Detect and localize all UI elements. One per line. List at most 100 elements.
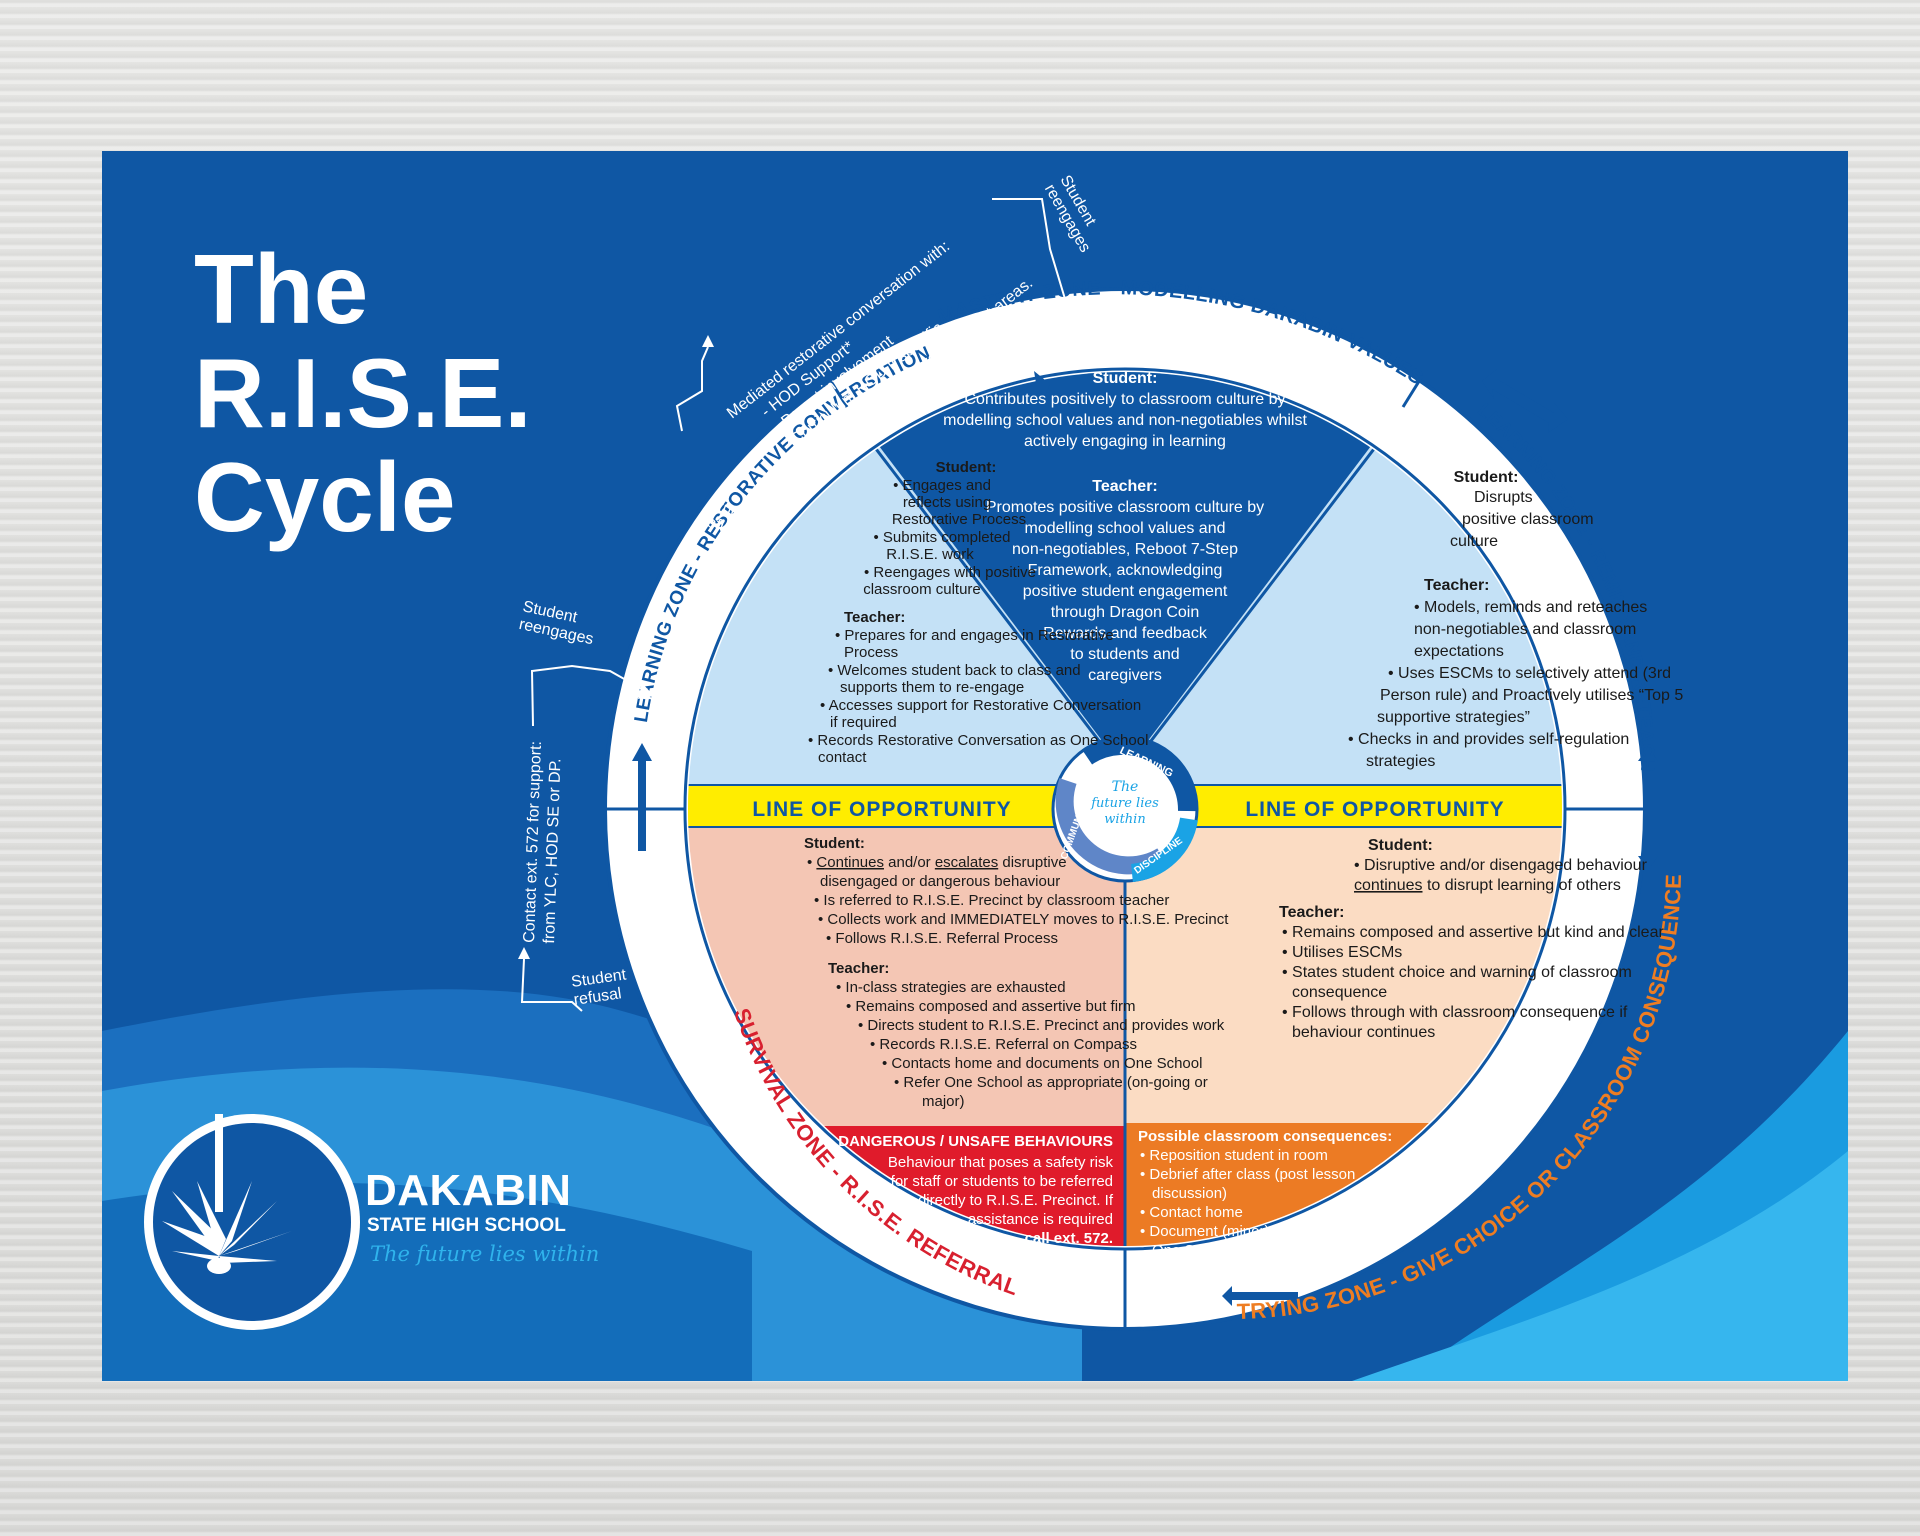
survival-teacher-line: • Directs student to R.I.S.E. Precinct a… xyxy=(858,1017,1225,1034)
survival-teacher-line: • Remains composed and assertive but fir… xyxy=(846,998,1136,1015)
student-reengages-mid: Student reengages xyxy=(517,598,598,648)
mastery-teacher-line: modelling school values and xyxy=(1024,520,1225,537)
survival-student-heading: Student: xyxy=(804,835,865,852)
crest-base xyxy=(207,1258,231,1274)
mastery-student-line: actively engaging in learning xyxy=(1024,433,1226,450)
trying-student-line: continues to disrupt learning of others xyxy=(1354,877,1621,894)
restorative-teacher-line: • Records Restorative Conversation as On… xyxy=(808,732,1148,749)
restorative-student-line: • Engages and xyxy=(893,477,991,494)
survival-teacher-line: • Refer One School as appropriate (on-go… xyxy=(894,1074,1208,1091)
restorative-teacher-line: • Accesses support for Restorative Conve… xyxy=(820,697,1141,714)
restorative-student-line: • Reengages with positive xyxy=(864,564,1036,581)
trying-student-line: • Disruptive and/or disengaged behaviour xyxy=(1354,857,1648,874)
restorative-teacher-heading: Teacher: xyxy=(844,609,905,626)
danger-line: directly to R.I.S.E. Precinct. If xyxy=(918,1192,1114,1209)
consequence-line: discussion) xyxy=(1152,1185,1227,1202)
danger-line: assistance is required xyxy=(968,1211,1113,1228)
refusal-top-connector xyxy=(677,347,708,431)
survival-teacher-heading: Teacher: xyxy=(828,960,889,977)
survival-teacher-line: • Records R.I.S.E. Referral on Compass xyxy=(870,1036,1137,1053)
school-tagline: The future lies within xyxy=(370,1242,599,1266)
mastery-teacher-line: Framework, acknowledging xyxy=(1028,562,1223,579)
mastery-student-heading: Student: xyxy=(1093,370,1158,387)
school-name: DAKABIN xyxy=(365,1166,571,1216)
remind-student-line: culture xyxy=(1450,533,1498,550)
mastery-teacher-line: to students and xyxy=(1070,646,1179,663)
mastery-student-line: modelling school values and non-negotiab… xyxy=(943,412,1307,429)
poster-title: The R.I.S.E. Cycle xyxy=(194,237,532,549)
survival-teacher-line: major) xyxy=(922,1093,965,1110)
consequence-heading: Possible classroom consequences: xyxy=(1138,1128,1392,1145)
consequence-line: • Contact home xyxy=(1140,1204,1243,1221)
survival-teacher-line: • Contacts home and documents on One Sch… xyxy=(882,1055,1202,1072)
line-of-opportunity-right: LINE OF OPPORTUNITY xyxy=(1245,798,1504,821)
remind-teacher-line: strategies xyxy=(1366,753,1435,770)
danger-call: call ext. 572. xyxy=(1025,1230,1113,1247)
mastery-student-line: Contributes positively to classroom cult… xyxy=(964,391,1285,408)
survival-student-line: • Collects work and IMMEDIATELY moves to… xyxy=(818,911,1229,928)
restorative-teacher-line: • Welcomes student back to class and xyxy=(828,662,1081,679)
school-crest xyxy=(144,1114,360,1330)
restorative-teacher-line: • Prepares for and engages in Restorativ… xyxy=(835,627,1114,644)
trying-teacher-heading: Teacher: xyxy=(1279,904,1345,921)
restorative-student-line: classroom culture xyxy=(863,581,981,598)
consequence-line: • Document (minor) on xyxy=(1140,1223,1290,1240)
school-subtitle: STATE HIGH SCHOOL xyxy=(367,1215,566,1237)
restorative-student-line: reflects using xyxy=(903,494,991,511)
center-motto-2: future lies xyxy=(1090,796,1159,811)
center-motto-3: within xyxy=(1104,812,1145,827)
crest-inner xyxy=(153,1123,351,1321)
remind-student-line: Disrupts xyxy=(1474,489,1533,506)
mastery-teacher-line: caregivers xyxy=(1088,667,1162,684)
restorative-teacher-line: supports them to re-engage xyxy=(840,679,1024,696)
survival-student-line: • Follows R.I.S.E. Referral Process xyxy=(826,930,1058,947)
consequence-line: • Debrief after class (post lesson xyxy=(1140,1166,1355,1183)
survival-student-line: • Is referred to R.I.S.E. Precinct by cl… xyxy=(814,892,1169,909)
crest-spike xyxy=(215,1114,223,1212)
danger-heading: DANGEROUS / UNSAFE BEHAVIOURS xyxy=(838,1133,1113,1150)
consequence-line: • Reposition student in room xyxy=(1140,1147,1328,1164)
trying-teacher-line: consequence xyxy=(1292,984,1387,1001)
contact-support-note: Contact ext. 572 for support: from YLC, … xyxy=(521,741,565,944)
trying-teacher-line: • States student choice and warning of c… xyxy=(1282,964,1632,981)
remind-teacher-line: expectations xyxy=(1414,643,1504,660)
arrowhead xyxy=(518,947,530,959)
trying-teacher-line: • Remains composed and assertive but kin… xyxy=(1282,924,1664,941)
survival-student-first-line: • Continues and/or escalates disruptive xyxy=(807,854,1067,871)
arrowhead xyxy=(702,335,714,347)
remind-student-line: positive classroom xyxy=(1462,511,1594,528)
remind-teacher-line: • Models, reminds and reteaches xyxy=(1414,599,1647,616)
line-of-opportunity-left: LINE OF OPPORTUNITY xyxy=(752,798,1011,821)
student-reengages-top: Student reengages xyxy=(1041,173,1109,256)
danger-line: for staff or students to be referred xyxy=(891,1173,1113,1190)
restorative-student-line: R.I.S.E. work xyxy=(886,546,974,563)
poster: MASTERY ZONE - MODELLING DAKABIN VALUES … xyxy=(102,151,1848,1381)
remind-teacher-line: • Uses ESCMs to selectively attend (3rd xyxy=(1388,665,1671,682)
remind-teacher-heading: Teacher: xyxy=(1424,577,1490,594)
mastery-teacher-line: positive student engagement xyxy=(1023,583,1228,600)
mastery-teacher-line: Promotes positive classroom culture by xyxy=(986,499,1264,516)
trying-teacher-line: • Follows through with classroom consequ… xyxy=(1282,1004,1628,1021)
consequence-line: One School if xyxy=(1152,1242,1243,1259)
center-motto-1: The xyxy=(1112,779,1139,795)
restorative-student-heading: Student: xyxy=(936,459,997,476)
survival-teacher-line: • In-class strategies are exhausted xyxy=(836,979,1066,996)
trying-teacher-line: • Utilises ESCMs xyxy=(1282,944,1402,961)
survival-student-line: disengaged or dangerous behaviour xyxy=(820,873,1060,890)
remind-teacher-line: non-negotiables and classroom xyxy=(1414,621,1636,638)
danger-line: Behaviour that poses a safety risk xyxy=(888,1154,1114,1171)
remind-teacher-line: supportive strategies” xyxy=(1377,709,1530,726)
remind-teacher-line: • Checks in and provides self-regulation xyxy=(1348,731,1629,748)
remind-student-heading: Student: xyxy=(1454,469,1519,486)
student-refusal-bottom: Student refusal xyxy=(570,966,630,1008)
title-line-2: R.I.S.E. xyxy=(194,341,532,445)
trying-teacher-line: behaviour continues xyxy=(1292,1024,1435,1041)
restorative-teacher-line: Process xyxy=(844,644,898,661)
mastery-teacher-line: non-negotiables, Reboot 7-Step xyxy=(1012,541,1238,558)
restorative-student-line: Restorative Process xyxy=(892,511,1026,528)
restorative-student-line: • Submits completed xyxy=(874,529,1011,546)
note-line: from YLC, HOD SE or DP. xyxy=(541,758,564,944)
trying-student-heading: Student: xyxy=(1368,837,1433,854)
mastery-teacher-heading: Teacher: xyxy=(1092,478,1158,495)
title-line-3: Cycle xyxy=(194,445,532,549)
